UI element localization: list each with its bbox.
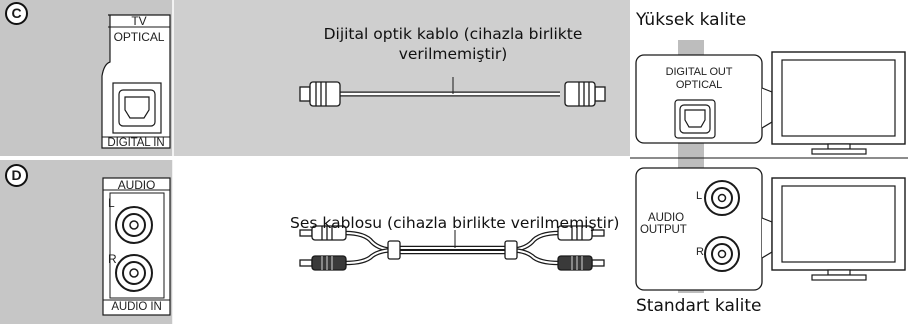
row-c-cable-panel-bg (173, 0, 630, 156)
standard-quality-label: Standart kalite (636, 296, 762, 316)
tv-audio-left-label: L (108, 196, 115, 210)
tv-digital-in-label: DIGITAL IN (107, 137, 165, 149)
optical-cable (299, 77, 606, 107)
row-c-tag: C (5, 2, 28, 25)
tv-panel-title: TV (131, 14, 147, 28)
tv-1-icon (761, 51, 906, 155)
audio-output-label-line1: AUDIO (648, 212, 684, 224)
tv-optical-panel (101, 14, 171, 149)
row-d-tag: D (5, 164, 28, 187)
audio-cable-caption: Ses kablosu (cihazla birlikte verilmemiş… (290, 214, 620, 232)
tv-audio-right-label: R (108, 252, 117, 266)
digital-out-label-line1: DIGITAL OUT (665, 66, 733, 78)
audio-output-left-label: L (696, 190, 703, 202)
player-column (630, 40, 908, 293)
tv-audio-panel (102, 177, 171, 316)
audio-output-right-label: R (696, 246, 704, 258)
tv-panel-optical-label: OPTICAL (113, 30, 165, 44)
tv-audio-in-label: AUDIO IN (111, 301, 162, 313)
tv-audio-panel-title: AUDIO (117, 178, 156, 192)
optical-cable-caption-line2: verilmemiştir) (398, 45, 508, 63)
optical-cable-caption-line1: Dijital optik kablo (cihazla birlikte (323, 25, 583, 43)
tv-2-icon (761, 177, 906, 281)
high-quality-label: Yüksek kalite (636, 10, 747, 30)
optical-in-port-icon (118, 89, 156, 127)
audio-cable (299, 225, 605, 271)
audio-output-label-line2: OUTPUT (640, 224, 687, 236)
digital-out-label-line2: OPTICAL (675, 79, 723, 91)
